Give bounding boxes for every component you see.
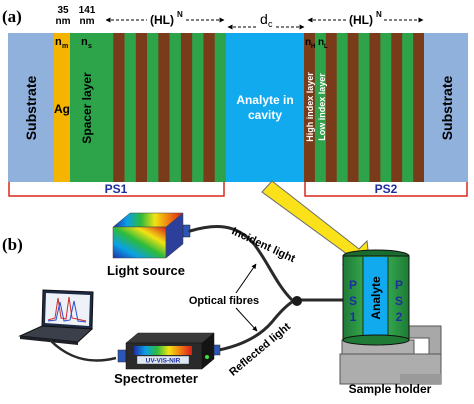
svg-text:PS2: PS2 [375,182,398,196]
panel-a-label: (a) [2,7,22,26]
metal-thickness-label: 35 nm [56,5,71,27]
high-index-stripe [203,33,216,182]
svg-text:H: H [311,44,315,50]
high-index-stripe [325,33,338,182]
spacer-layer-label: Spacer layer [80,72,94,144]
ag-label: Ag [54,102,70,116]
low-index-stripe [102,33,114,182]
ps2-bracket: PS2 [304,182,468,197]
high-index-stripe [135,33,148,182]
svg-text:nm: nm [56,16,71,27]
low-index-stripe [336,33,348,182]
svg-text:2: 2 [396,310,403,324]
low-index-stripe [169,33,182,182]
low-index-stripe [124,33,137,182]
high-index-stripe [347,33,359,182]
svg-text:n: n [81,36,88,48]
svg-text:N: N [177,10,183,19]
sample-holder-label: Sample holder [349,382,432,396]
label-n-m: n m [55,36,68,50]
svg-text:m: m [62,43,68,50]
ag-layer [54,33,70,182]
low-index-stripe [147,33,159,182]
svg-text:S: S [349,294,357,308]
label-n-h: n H [305,37,315,50]
high-index-stripe [113,33,125,182]
ps1-cell-label: P S 1 [349,278,357,324]
svg-text:141: 141 [79,5,96,16]
low-index-stripe [358,33,370,182]
svg-text:c: c [268,19,273,29]
spectrometer-icon: UV-VIS-NIR [117,332,221,370]
svg-text:P: P [349,278,357,292]
optical-fibres-label: Optical fibres [189,295,259,307]
bragg-stack-left [102,33,227,182]
light-source-icon [112,212,191,259]
spacer-layer [70,33,102,182]
svg-text:d: d [260,11,268,27]
laptop-icon [18,289,94,345]
substrate-right-label: Substrate [439,76,455,141]
reflected-light-label: Reflected light [227,321,293,379]
analyte-cell-label: Analyte [369,276,383,320]
sample-cell-icon [342,249,410,346]
fibre-coupler-icon [292,296,302,306]
high-index-layer-label: High index layer [305,72,315,142]
analyte-cavity-label-line2: cavity [248,108,282,122]
spacer-thickness-label: 141 nm [79,5,96,27]
substrate-left-label: Substrate [23,76,39,141]
optical-fibres-pointers [235,263,258,332]
high-index-stripe [158,33,170,182]
hl-period-left: (HL) N [105,10,225,27]
svg-text:(HL): (HL) [349,13,373,27]
svg-text:n: n [55,36,62,48]
high-index-stripe [369,33,381,182]
spectrometer-badge: UV-VIS-NIR [146,358,181,365]
svg-text:PS1: PS1 [105,182,128,196]
svg-text:nm: nm [80,16,95,27]
cavity-layer [226,33,304,182]
low-index-stripe [380,33,392,182]
svg-text:35: 35 [57,5,69,16]
low-index-stripe [192,33,204,182]
svg-text:N: N [376,10,382,19]
high-index-stripe [391,33,403,182]
svg-text:1: 1 [350,310,357,324]
panel-b-label: (b) [2,235,23,254]
substrate-left-layer [8,33,54,182]
high-index-stripe [180,33,193,182]
bragg-stack-right [304,33,425,182]
svg-text:n: n [318,37,324,48]
label-n-s: n s [81,36,92,50]
analyte-cavity-label-line1: Analyte in [236,93,293,107]
svg-text:(HL): (HL) [150,13,174,27]
multilayer-structure [8,33,468,182]
svg-text:L: L [324,44,328,50]
light-source-label: Light source [107,263,185,278]
svg-text:n: n [305,37,311,48]
svg-text:s: s [88,43,92,50]
ps1-bracket: PS1 [8,182,225,197]
high-index-stripe [304,33,316,182]
low-index-layer-label: Low index layer [317,73,327,141]
svg-text:S: S [395,294,403,308]
ps2-cell-label: P S 2 [395,278,403,324]
svg-text:P: P [395,278,403,292]
low-index-stripe [314,33,327,182]
label-n-l: n L [318,37,328,50]
low-index-stripe [402,33,414,182]
usb-cable [49,339,117,362]
high-index-stripe [413,33,425,182]
spectrometer-label: Spectrometer [114,371,198,386]
hl-period-right: (HL) N [307,10,424,27]
low-index-stripe [214,33,227,182]
cavity-width-label: d c [227,11,305,30]
substrate-right-layer [424,33,468,182]
